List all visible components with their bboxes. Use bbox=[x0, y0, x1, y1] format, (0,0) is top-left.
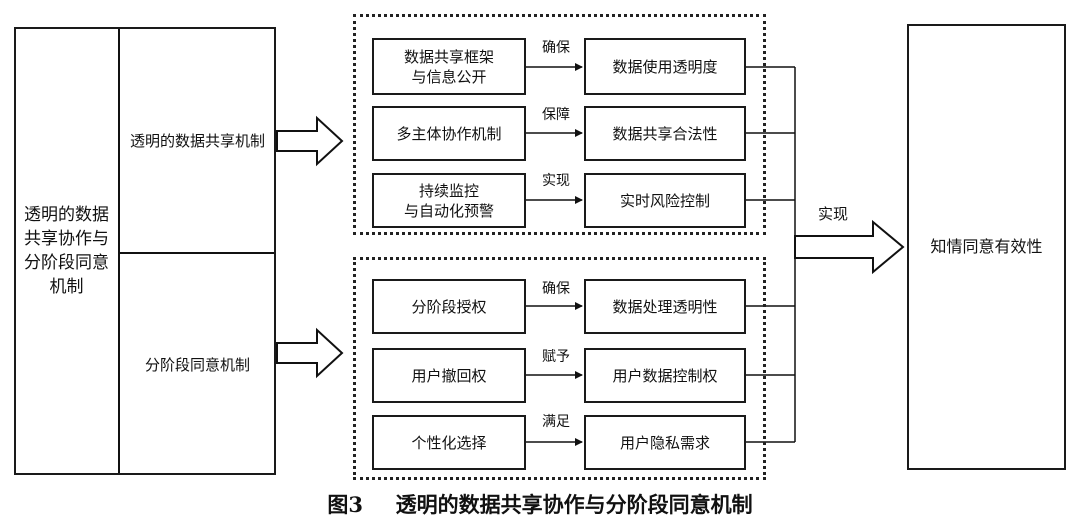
block-arrow-top bbox=[276, 115, 344, 167]
outcome-box: 知情同意有效性 bbox=[907, 24, 1066, 470]
group-staged-consent bbox=[353, 257, 766, 480]
figure-title: 透明的数据共享协作与分阶段同意机制 bbox=[395, 492, 753, 517]
source-box: 持续监控 与自动化预警 bbox=[372, 173, 526, 228]
target-box: 用户数据控制权 bbox=[584, 348, 746, 403]
target-box: 实时风险控制 bbox=[584, 173, 746, 228]
left-panel bbox=[14, 27, 276, 475]
group-transparent-sharing bbox=[353, 14, 766, 235]
figure-number: 图3 bbox=[327, 492, 363, 517]
target-box: 用户隐私需求 bbox=[584, 415, 746, 470]
block-arrow-outcome bbox=[794, 219, 905, 275]
mechanism-staged-consent: 分阶段同意机制 bbox=[144, 355, 250, 374]
figure-caption: 图3 透明的数据共享协作与分阶段同意机制 bbox=[0, 491, 1080, 519]
relation-label: 确保 bbox=[541, 281, 571, 297]
target-box: 数据处理透明性 bbox=[584, 279, 746, 334]
block-arrow-bottom bbox=[276, 327, 344, 379]
source-box: 用户撤回权 bbox=[372, 348, 526, 403]
relation-label: 实现 bbox=[541, 173, 571, 189]
relation-label: 赋予 bbox=[541, 349, 571, 365]
source-box: 多主体协作机制 bbox=[372, 106, 526, 161]
mechanism-transparent-sharing: 透明的数据共享机制 bbox=[129, 131, 265, 150]
relation-label: 保障 bbox=[541, 107, 571, 123]
relation-label: 确保 bbox=[541, 40, 571, 56]
target-box: 数据共享合法性 bbox=[584, 106, 746, 161]
source-box: 数据共享框架 与信息公开 bbox=[372, 38, 526, 95]
merge-label: 实现 bbox=[817, 205, 850, 223]
left-panel-title: 透明的数据 共享协作与 分阶段同意 机制 bbox=[24, 205, 109, 297]
source-box: 分阶段授权 bbox=[372, 279, 526, 334]
source-box: 个性化选择 bbox=[372, 415, 526, 470]
target-box: 数据使用透明度 bbox=[584, 38, 746, 95]
relation-label: 满足 bbox=[541, 414, 571, 430]
